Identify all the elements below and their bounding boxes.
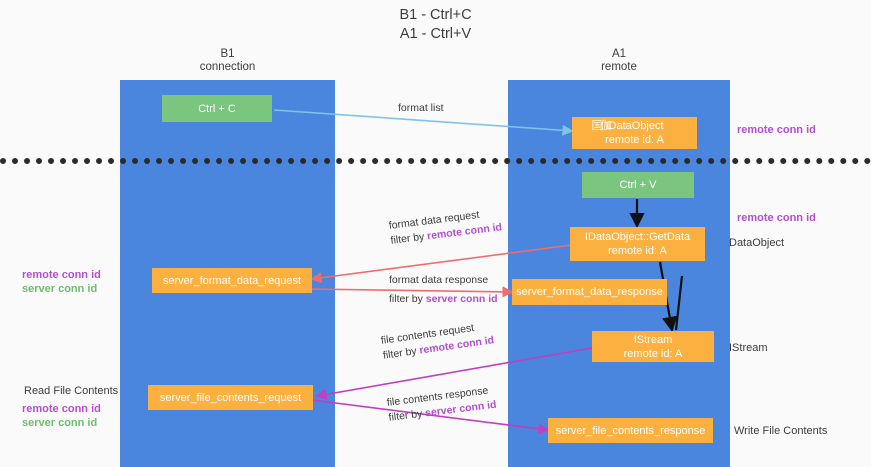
annotation-left-server-2: server conn id bbox=[22, 417, 98, 429]
node-getdata-title: IDataObject::GetData bbox=[584, 231, 691, 243]
annotation-right-remote-mid: remote conn id bbox=[737, 212, 816, 224]
node-idataobject[interactable]: 国伽 IDataObject remote id: A bbox=[572, 117, 697, 149]
annotation-left-remote: remote conn id bbox=[22, 269, 101, 281]
edge-label-file-contents-request: file contents request filter by remote c… bbox=[380, 321, 495, 362]
annotation-right-istream: IStream bbox=[729, 342, 768, 354]
node-server-format-data-response[interactable]: server_format_data_response bbox=[512, 279, 667, 305]
node-idataobject-sub: remote id: A bbox=[605, 134, 664, 146]
node-ctrl-c[interactable]: Ctrl + C bbox=[162, 95, 272, 122]
lane-a1-sub: remote bbox=[601, 61, 637, 73]
lane-header-a1: A1 remote bbox=[508, 48, 730, 74]
node-idataobject-artifact-glyphs: 国伽 bbox=[591, 120, 611, 132]
lane-header-b1: B1 connection bbox=[120, 48, 335, 74]
node-istream[interactable]: IStream remote id: A bbox=[592, 331, 714, 362]
lane-a1-name: A1 bbox=[611, 48, 627, 60]
lane-b1-sub: connection bbox=[199, 61, 256, 73]
annotation-right-remote-top: remote conn id bbox=[737, 124, 816, 136]
phase-divider bbox=[0, 158, 871, 164]
node-getdata-sub: remote id: A bbox=[608, 245, 667, 257]
annotation-left-remote-2: remote conn id bbox=[22, 403, 101, 415]
edge-label-format-list: format list bbox=[398, 102, 444, 114]
annotation-right-dataobject: DataObject bbox=[729, 237, 785, 249]
node-server-file-contents-request-label: server_file_contents_request bbox=[159, 391, 302, 404]
edge-label-format-data-response: format data response filter by server co… bbox=[389, 274, 498, 305]
annotation-left-read-file: Read File Contents bbox=[24, 385, 119, 397]
node-server-file-contents-response-label: server_file_contents_response bbox=[555, 424, 706, 437]
node-ctrl-c-label: Ctrl + C bbox=[198, 102, 236, 115]
edge-label-file-contents-response: file contents response filter by server … bbox=[386, 384, 498, 424]
title-line-2: A1 - Ctrl+V bbox=[399, 26, 472, 42]
diagram-title: B1 - Ctrl+C A1 - Ctrl+V bbox=[0, 6, 871, 44]
node-idataobject-title: 国伽 IDataObject bbox=[591, 120, 664, 132]
title-line-1: B1 - Ctrl+C bbox=[399, 7, 472, 23]
node-istream-title: IStream bbox=[633, 333, 673, 346]
annotation-right-write-file: Write File Contents bbox=[734, 425, 828, 437]
annotation-left-server: server conn id bbox=[22, 283, 98, 295]
node-server-file-contents-response[interactable]: server_file_contents_response bbox=[548, 418, 713, 443]
node-ctrl-v[interactable]: Ctrl + V bbox=[582, 172, 694, 198]
edge-filter-format-data-response: filter by server conn id bbox=[389, 293, 498, 305]
node-server-format-data-response-label: server_format_data_response bbox=[516, 286, 663, 298]
edge-label-format-data-request: format data request filter by remote con… bbox=[388, 208, 503, 247]
node-server-format-data-request-label: server_format_data_request bbox=[162, 274, 302, 287]
node-server-format-data-request[interactable]: server_format_data_request bbox=[152, 268, 312, 293]
node-ctrl-v-label: Ctrl + V bbox=[619, 179, 657, 191]
node-server-file-contents-request[interactable]: server_file_contents_request bbox=[148, 385, 313, 410]
lane-b1-name: B1 bbox=[220, 48, 235, 60]
node-istream-sub: remote id: A bbox=[623, 347, 683, 360]
node-getdata[interactable]: IDataObject::GetData remote id: A bbox=[570, 227, 705, 261]
key-server-conn-id: server conn id bbox=[425, 293, 498, 305]
